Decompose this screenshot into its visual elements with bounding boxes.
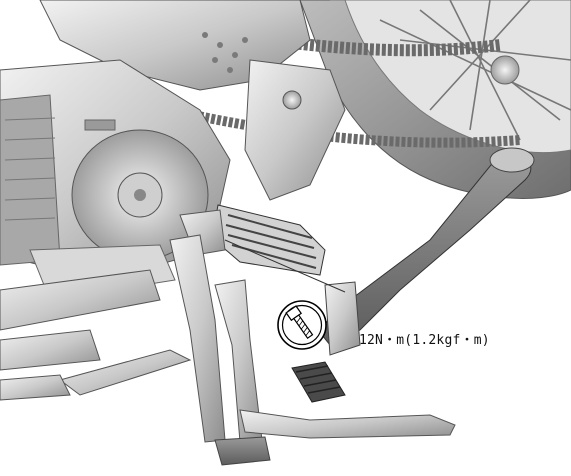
- exhaust: [0, 269, 161, 371]
- footpeg: [179, 204, 326, 276]
- leader-line: [224, 239, 346, 293]
- torque-label: 12N・m(1.2kgf・m): [359, 333, 490, 348]
- bolt-callout-icon: [277, 300, 327, 350]
- frame: [39, 0, 346, 201]
- kick-lever-rubber: [291, 361, 346, 403]
- engine: [0, 59, 231, 301]
- center-stand: [0, 234, 456, 466]
- kick-lever: [291, 147, 535, 403]
